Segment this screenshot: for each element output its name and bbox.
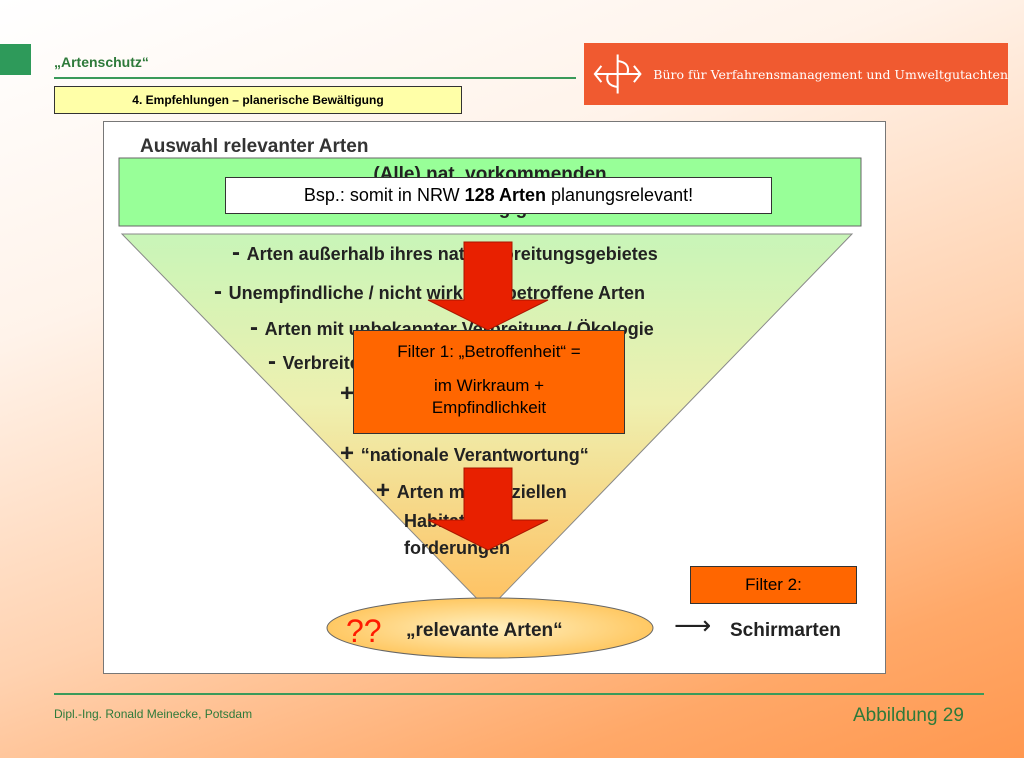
filter-arrow-1 [427,241,549,331]
footer-divider [54,693,984,695]
company-logo: Büro für Verfahrensmanagement und Umwelt… [584,43,1008,105]
criterion-sign: + [340,440,361,467]
criterion-sign: - [268,348,283,375]
criterion-text: Unempfindliche / nicht wirkungsbetroffen… [229,283,645,303]
criterion-sign: - [250,314,265,341]
filter1-line2: im Wirkraum + [433,376,545,395]
relevant-species-oval [326,597,654,659]
callout-nrw-prefix: Bsp.: somit in NRW [303,185,465,205]
callout-filter-2: Filter 2: [690,566,857,604]
relevant-species-label: „relevante Arten“ [406,620,563,641]
schirmarten-label: Schirmarten [730,620,841,641]
section-subtitle: 4. Empfehlungen – planerische Bewältigun… [54,86,462,114]
logo-cross-icon [593,54,642,94]
logo-text: Büro für Verfahrensmanagement und Umwelt… [653,66,1008,82]
callout-nrw-suffix: planungsrelevant! [545,185,694,205]
criterion-sign: - [214,278,229,305]
callout-nrw-count: Bsp.: somit in NRW 128 Arten planungsrel… [225,177,772,214]
header-accent-square [0,44,31,75]
arrow-to-schirmarten-icon: ⟶ [674,611,711,641]
header-divider [54,77,576,79]
filter1-line3: Empfindlichkeit [431,398,547,417]
filter-arrow-2 [427,467,549,551]
criterion-sign: - [232,239,247,266]
slide-title: „Artenschutz“ [54,54,149,70]
funnel-criterion: - Unempfindliche / nicht wirkungsbetroff… [214,278,645,305]
funnel-criterion: - Arten außerhalb ihres nat. Verbreitung… [232,239,658,266]
callout-nrw-number: 128 Arten [464,185,546,205]
criterion-sign: + [376,477,397,504]
callout-filter-1: Filter 1: „Betroffenheit“ = im Wirkraum … [353,330,625,434]
footer-author: Dipl.-Ing. Ronald Meinecke, Potsdam [54,707,253,721]
panel-title: Auswahl relevanter Arten [140,136,368,157]
figure-number: Abbildung 29 [853,705,964,726]
filter1-line1: Filter 1: „Betroffenheit“ = [397,342,581,361]
funnel-criterion: + “nationale Verantwortung“ [340,440,589,467]
question-marks: ?? [346,613,382,649]
criterion-text: Arten außerhalb ihres nat. Verbreitungsg… [247,244,658,264]
criterion-text: “nationale Verantwortung“ [361,445,589,465]
